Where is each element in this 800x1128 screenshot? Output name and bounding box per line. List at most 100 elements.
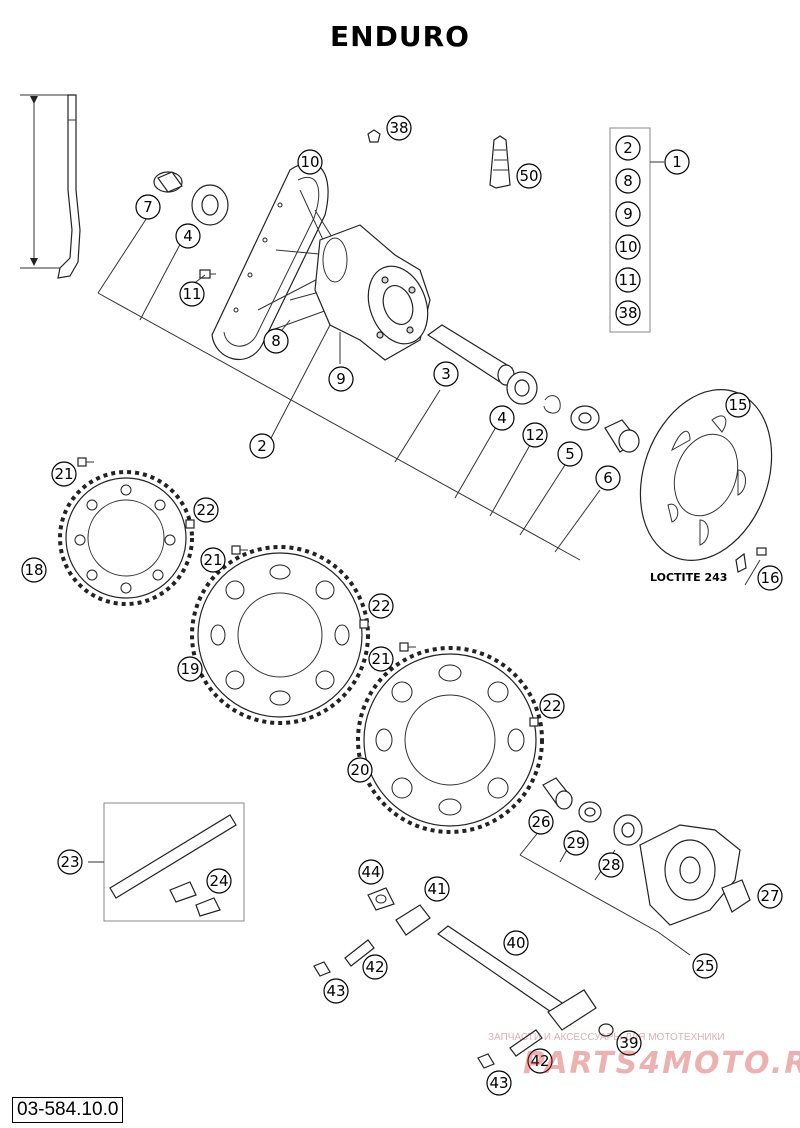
spacer-tube-part-3 <box>426 324 515 386</box>
callout-number: 42 <box>365 958 384 976</box>
callout-29: 29 <box>563 830 589 856</box>
sprocket-part-18 <box>58 470 194 606</box>
callout-circle <box>249 433 275 459</box>
callout-22: 22 <box>368 593 394 619</box>
callout-41: 41 <box>424 876 450 902</box>
svg-text:38: 38 <box>618 304 637 322</box>
bearing-part-4 <box>191 184 229 226</box>
callout-circle <box>51 461 77 487</box>
callout-5: 5 <box>557 441 583 467</box>
axle-part-40 <box>436 925 597 1031</box>
cap-part-39 <box>598 1023 614 1037</box>
callout-number: 18 <box>24 561 43 579</box>
callout-12: 12 <box>522 422 548 448</box>
callout-42: 42 <box>527 1048 553 1074</box>
chain-link-part-24 <box>169 881 221 917</box>
chain-box <box>88 802 245 922</box>
callout-circle <box>177 656 203 682</box>
callout-11: 11 <box>179 281 205 307</box>
callout-circle <box>368 646 394 672</box>
callout-circle <box>616 1030 642 1056</box>
sprocket-fasteners <box>77 457 539 727</box>
callout-4: 4 <box>175 223 201 249</box>
callout-number: 26 <box>531 813 550 831</box>
callout-number: 29 <box>566 834 585 852</box>
callout-circle <box>206 868 232 894</box>
kit-item-11: 11 <box>615 267 641 293</box>
callout-circle <box>757 565 783 591</box>
hub-part <box>314 224 431 361</box>
chain-adjuster-part-41 <box>395 904 431 936</box>
callout-number: 11 <box>182 285 201 303</box>
callout-number: 21 <box>203 551 222 569</box>
document-code: 03-584.10.0 <box>12 1097 124 1123</box>
callout-15: 15 <box>725 392 751 418</box>
callout-43: 43 <box>486 1070 512 1096</box>
callout-number: 20 <box>350 761 369 779</box>
carrier-spacer-26 <box>542 777 573 810</box>
callout-6: 6 <box>595 465 621 491</box>
circlip-part-12 <box>543 395 561 414</box>
callout-number: 6 <box>603 469 613 487</box>
kit-item-10: 10 <box>615 234 641 260</box>
callout-circle <box>368 593 394 619</box>
callout-21: 21 <box>200 547 226 573</box>
callout-circle <box>503 930 529 956</box>
callout-number: 22 <box>542 697 561 715</box>
adjust-screw-part-42 <box>344 939 543 1057</box>
callout-circle <box>323 978 349 1004</box>
callout-number: 21 <box>54 465 73 483</box>
callout-circle <box>358 859 384 885</box>
carrier-seal-29 <box>578 801 602 823</box>
spoke-part <box>57 94 81 279</box>
screw-part-11 <box>199 269 216 279</box>
nipple-part-38 <box>367 129 381 143</box>
bearing-part-4b <box>506 371 538 405</box>
callout-number: 12 <box>525 426 544 444</box>
kit-item-2: 2 <box>615 135 641 161</box>
callout-number: 16 <box>760 569 779 587</box>
callout-number: 28 <box>601 856 620 874</box>
watermark-logo: PARTS4MOTO.RU <box>523 1046 800 1081</box>
callout-circle <box>486 1070 512 1096</box>
callout-number: 10 <box>300 153 319 171</box>
callout-43: 43 <box>323 978 349 1004</box>
callout-circle <box>516 163 542 189</box>
grease-tube-part-50 <box>489 135 511 189</box>
svg-text:9: 9 <box>623 205 633 223</box>
callout-10: 10 <box>297 149 323 175</box>
callout-number: 9 <box>336 370 346 388</box>
svg-text:2: 2 <box>623 139 633 157</box>
callout-number: 22 <box>371 597 390 615</box>
disc-bolt-part-16 <box>735 547 767 586</box>
callout-number: 50 <box>519 167 538 185</box>
callout-number: 42 <box>530 1052 549 1070</box>
loctite-note: LOCTITE 243 <box>650 571 728 584</box>
kit-group-label: 1 <box>664 149 690 175</box>
callout-circle <box>57 849 83 875</box>
callout-circle <box>347 757 373 783</box>
callout-22: 22 <box>539 693 565 719</box>
callout-number: 27 <box>760 887 779 905</box>
callout-7: 7 <box>135 194 161 220</box>
kit-item-38: 38 <box>615 300 641 326</box>
callout-number: 5 <box>565 445 575 463</box>
callout-number: 15 <box>728 396 747 414</box>
sprocket-carrier-part-25 <box>639 824 741 926</box>
callout-23: 23 <box>57 849 83 875</box>
callout-21: 21 <box>51 461 77 487</box>
callout-38: 38 <box>386 115 412 141</box>
callout-16: 16 <box>757 565 783 591</box>
callout-25: 25 <box>692 953 718 979</box>
callout-circle <box>528 809 554 835</box>
callout-number: 44 <box>361 863 380 881</box>
callout-circle <box>424 876 450 902</box>
watermark-subtitle: ЗАПЧАСТИ И АКСЕССУАРЫ ДЛЯ МОТОТЕХНИКИ <box>488 1032 725 1043</box>
diagram-title: ENDURO <box>330 20 470 53</box>
callout-circle <box>539 693 565 719</box>
watermark: ЗАПЧАСТИ И АКСЕССУАРЫ ДЛЯ МОТОТЕХНИКИ PA… <box>488 1032 800 1082</box>
callout-number: 41 <box>427 880 446 898</box>
svg-text:8: 8 <box>623 172 633 190</box>
